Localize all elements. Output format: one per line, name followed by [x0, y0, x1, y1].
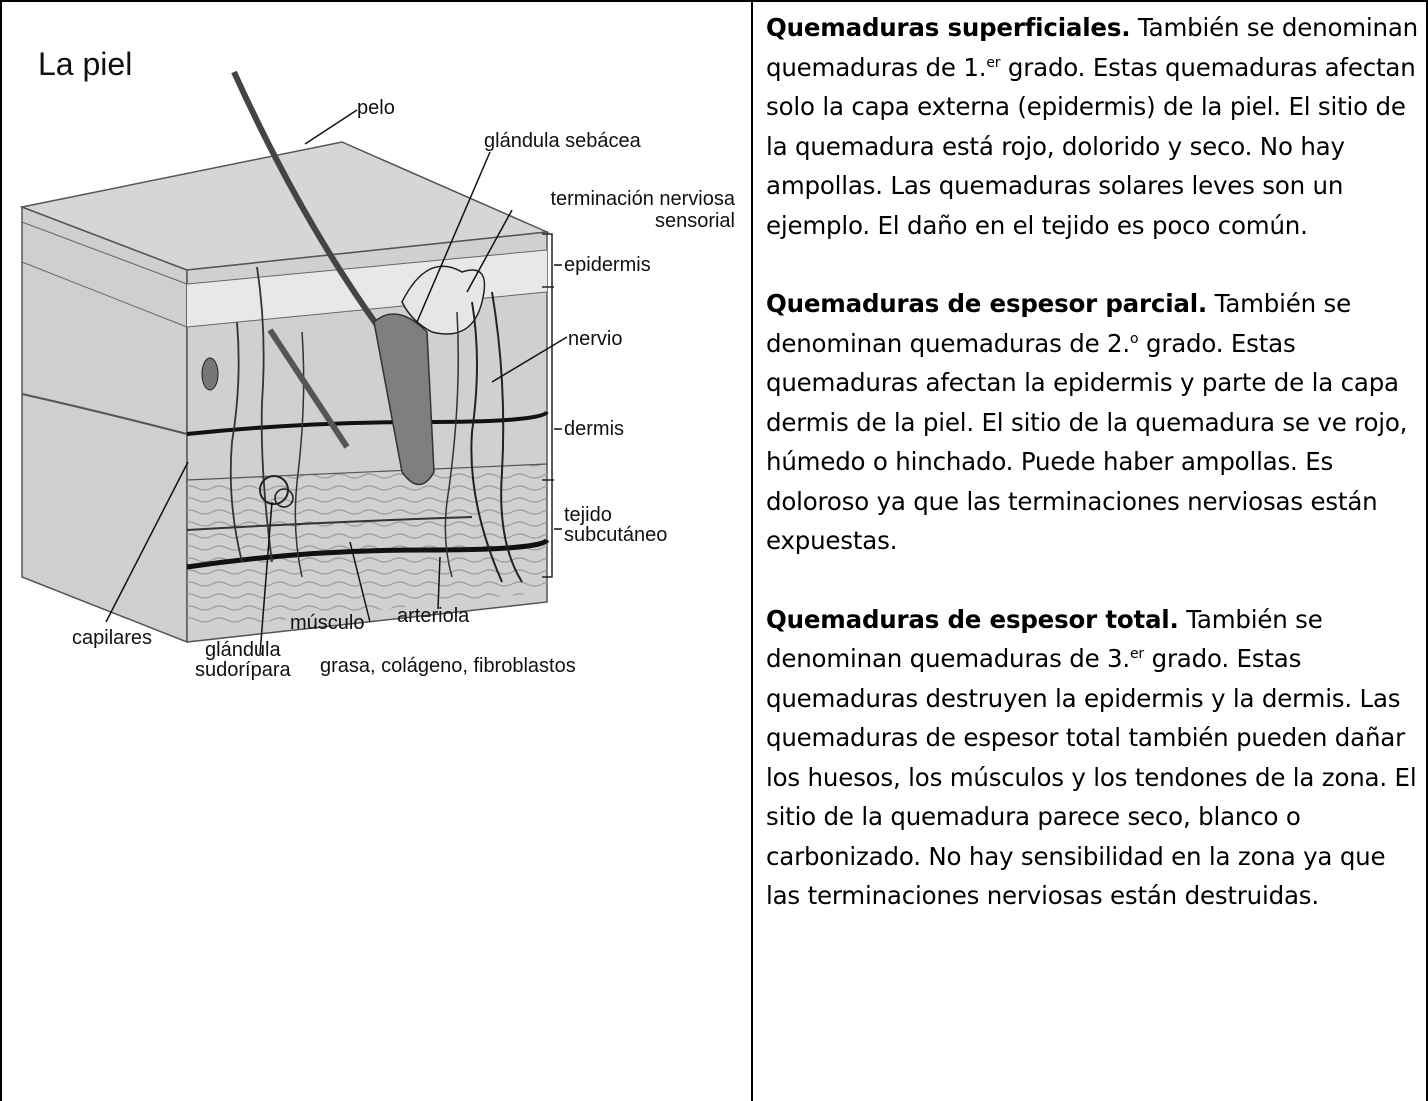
label-subcutaneo: subcutáneo: [564, 524, 668, 546]
label-nervio: nervio: [568, 328, 623, 350]
section-espesor-parcial: Quemaduras de espesor parcial. También s…: [766, 284, 1426, 561]
label-tejido: tejido: [564, 504, 612, 526]
ordinal-suffix: er: [986, 54, 1001, 71]
label-glandula-sudoripara-2: sudorípara: [195, 659, 291, 681]
text-cell: Quemaduras superficiales. También se den…: [766, 8, 1426, 955]
section-text: También se denominan quemaduras de 1.: [766, 13, 1418, 82]
column-divider: [751, 0, 753, 1101]
skin-diagram: La piel pelo glándula sebácea terminació…: [2, 2, 751, 722]
label-arteriola: arteriola: [397, 605, 470, 627]
label-dermis: dermis: [564, 418, 625, 440]
label-glandula-sebacea: glándula sebácea: [484, 130, 641, 152]
label-sensorial: sensorial: [654, 210, 735, 232]
label-terminacion-nerviosa: terminación nerviosa: [550, 188, 735, 210]
section-heading: Quemaduras de espesor parcial.: [766, 289, 1208, 318]
label-capilares: capilares: [72, 627, 153, 649]
label-pelo: pelo: [357, 97, 395, 119]
ordinal-suffix: o: [1130, 330, 1139, 347]
section-text: grado. Estas quemaduras destruyen la epi…: [766, 644, 1417, 910]
section-text: grado. Estas quemaduras afectan la epide…: [766, 328, 1408, 556]
label-grasa: grasa, colágeno, fibroblastos: [320, 655, 576, 677]
diagram-cell: La piel pelo glándula sebácea terminació…: [2, 2, 751, 1101]
label-epidermis: epidermis: [564, 254, 651, 276]
diagram-title: La piel: [38, 46, 133, 82]
section-text: También se denominan quemaduras de 2.: [766, 289, 1351, 358]
section-superficiales: Quemaduras superficiales. También se den…: [766, 8, 1426, 245]
section-heading: Quemaduras de espesor total.: [766, 604, 1179, 634]
section-text: También se denominan quemaduras de 3.: [766, 604, 1323, 674]
skin-cross-section-illustration: [19, 70, 568, 655]
section-heading: Quemaduras superficiales.: [766, 13, 1131, 42]
section-espesor-total: Quemaduras de espesor total. También se …: [766, 600, 1426, 916]
ordinal-suffix: er: [1130, 645, 1144, 662]
section-text: grado. Estas quemaduras afectan solo la …: [766, 52, 1416, 240]
label-musculo: músculo: [290, 612, 365, 634]
label-glandula-sudoripara-1: glándula: [205, 639, 281, 661]
